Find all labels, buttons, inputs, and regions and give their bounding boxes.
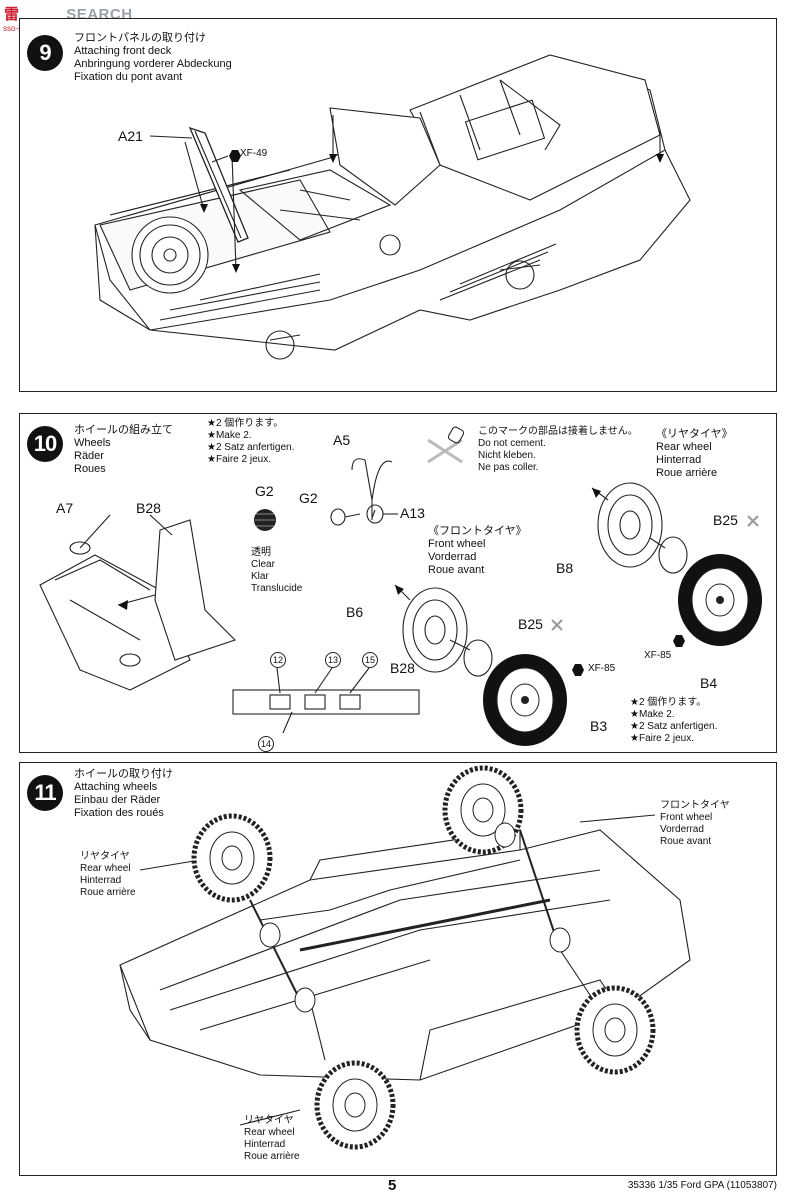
part-g2-top-label: G2 xyxy=(255,483,274,499)
part-g2-label: G2 xyxy=(299,490,318,506)
step-11-title: ホイールの取り付け Attaching wheels Einbau der Rä… xyxy=(74,768,173,819)
product-code: 35336 1/35 Ford GPA (11053807) xyxy=(627,1180,777,1191)
part-b4-label: B4 xyxy=(700,675,718,691)
front-wheel-label: フロントタイヤ Front wheel Vorderrad Roue avant xyxy=(660,800,730,847)
part-b25-front-label: B25 xyxy=(518,616,543,632)
step-9-number: 9 xyxy=(27,35,63,71)
paint-xf85-front-label: XF-85 xyxy=(588,663,616,674)
clear-part-note: 透明 Clear Klar Translucide xyxy=(251,547,303,594)
front-wheel-heading: 《フロントタイヤ》 Front wheel Vorderrad Roue ava… xyxy=(428,525,527,576)
decal-13-label: 13 xyxy=(325,652,341,668)
part-b3-label: B3 xyxy=(590,718,608,734)
part-a13-label: A13 xyxy=(400,505,425,521)
do-not-cement-note: このマークの部品は接着しません。 Do not cement. Nicht kl… xyxy=(478,426,638,473)
make-2-note-bottom: ★2 個作ります。 ★Make 2. ★2 Satz anfertigen. ★… xyxy=(630,697,718,744)
make-2-note-top: ★2 個作ります。 ★Make 2. ★2 Satz anfertigen. ★… xyxy=(207,418,295,465)
wheel-rear-upper xyxy=(191,813,273,903)
part-b28-sprue-label: B28 xyxy=(390,660,415,676)
watermark-logo: 雷 xyxy=(4,6,20,23)
rear-wheel-heading: 《リヤタイヤ》 Rear wheel Hinterrad Roue arrièr… xyxy=(656,428,733,479)
part-b6-label: B6 xyxy=(346,604,364,620)
page-number: 5 xyxy=(388,1177,397,1194)
wheel-rear-lower xyxy=(314,1060,396,1150)
step-9-title: フロントパネルの取り付け Attaching front deck Anbrin… xyxy=(74,32,232,83)
step-10-number: 10 xyxy=(27,426,63,462)
part-a5-label: A5 xyxy=(333,432,351,448)
decal-14-label: 14 xyxy=(258,736,274,752)
part-b8-label: B8 xyxy=(556,560,574,576)
step-11-number: 11 xyxy=(27,775,63,811)
decal-15-label: 15 xyxy=(362,652,378,668)
part-a7-label: A7 xyxy=(56,500,74,516)
wheel-front-lower xyxy=(574,985,656,1075)
part-a21-label: A21 xyxy=(118,128,143,144)
rear-wheel-label-lower: リヤタイヤ Rear wheel Hinterrad Roue arrière xyxy=(244,1115,300,1162)
decal-12-label: 12 xyxy=(270,652,286,668)
paint-xf85-rear-label: XF-85 xyxy=(644,650,672,661)
part-b25-rear-label: B25 xyxy=(713,512,738,528)
step-10-title: ホイールの組み立て Wheels Räder Roues xyxy=(74,424,173,475)
paint-xf49-label: XF-49 xyxy=(240,148,268,159)
rear-wheel-label-upper: リヤタイヤ Rear wheel Hinterrad Roue arrière xyxy=(80,851,136,898)
part-b28-label: B28 xyxy=(136,500,161,516)
